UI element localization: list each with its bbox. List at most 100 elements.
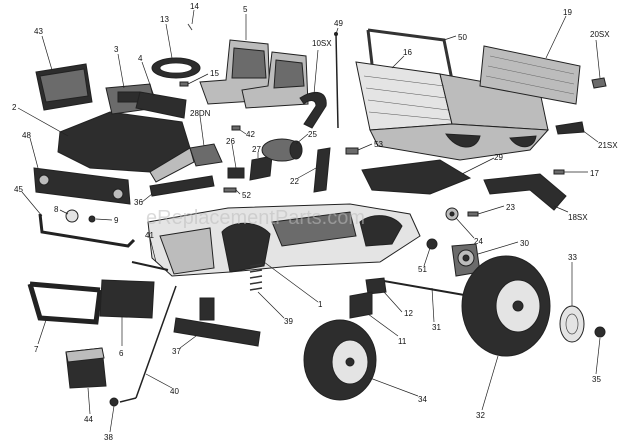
- leader-lines: [17, 9, 601, 433]
- part-31-rear-axle: [377, 279, 471, 297]
- callout-15: 15: [210, 69, 219, 78]
- callout-49: 49: [334, 19, 343, 28]
- part-38-nut: [109, 397, 119, 407]
- part-37-front-frame: [173, 297, 261, 347]
- callout-16: 16: [403, 48, 412, 57]
- watermark: eReplacementParts.com: [146, 207, 365, 229]
- part-5-seats: [199, 39, 309, 109]
- part-42-screw: [231, 125, 241, 131]
- part-41-axle-rod: [131, 261, 169, 271]
- callout-20sx: 20SX: [590, 30, 610, 39]
- callout-34: 34: [418, 395, 427, 404]
- part-22-switch: [313, 147, 331, 193]
- callout-33: 33: [568, 253, 577, 262]
- part-34-front-wheel: [303, 319, 377, 401]
- callout-43: 43: [34, 27, 43, 36]
- part-44-battery: [65, 347, 107, 389]
- callout-48: 48: [22, 131, 31, 140]
- part-20-latch: [591, 77, 607, 89]
- part-1-body: [147, 203, 421, 277]
- part-16-cargo-bed: [355, 61, 550, 161]
- part-45-front-bracket: [38, 213, 136, 248]
- callout-7: 7: [34, 345, 39, 354]
- callout-36: 36: [134, 198, 143, 207]
- callout-6: 6: [119, 349, 124, 358]
- callout-29: 29: [494, 153, 503, 162]
- part-25-motor: [261, 138, 303, 162]
- part-51-spacer: [426, 238, 438, 250]
- part-11-knob: [349, 291, 373, 319]
- callout-13: 13: [160, 15, 169, 24]
- callout-17: 17: [590, 169, 599, 178]
- part-18-fender: [483, 173, 567, 211]
- part-2-hood: [57, 111, 195, 183]
- part-4-column-housing: [135, 91, 187, 119]
- part-52-pin: [223, 187, 237, 193]
- callout-27: 27: [252, 145, 261, 154]
- part-21-bracket: [555, 121, 585, 135]
- part-48-grille: [33, 167, 131, 205]
- callout-53: 53: [374, 140, 383, 149]
- callout-44: 44: [84, 415, 93, 424]
- part-32-rear-wheel: [461, 255, 551, 357]
- callout-52: 52: [242, 191, 251, 200]
- callout-1: 1: [318, 300, 323, 309]
- callout-35: 35: [592, 375, 601, 384]
- part-39-spring: [249, 263, 263, 291]
- part-14-clip: [187, 23, 193, 31]
- part-27-shifter: [249, 155, 273, 181]
- callout-26: 26: [226, 137, 235, 146]
- callout-19: 19: [563, 8, 572, 17]
- part-8-headlight-lens: [65, 209, 79, 223]
- part-53-connector: [345, 147, 359, 155]
- callout-18sx: 18SX: [568, 213, 588, 222]
- callout-4: 4: [138, 54, 143, 63]
- part-24-bushing: [445, 207, 459, 221]
- callout-30: 30: [520, 239, 529, 248]
- callout-23: 23: [506, 203, 515, 212]
- callout-41: 41: [145, 231, 154, 240]
- part-29-floorboard: [361, 159, 472, 195]
- part-28-pedal: [189, 143, 223, 167]
- callout-12: 12: [404, 309, 413, 318]
- part-33-hubcap: [559, 305, 585, 343]
- callout-45: 45: [14, 185, 23, 194]
- callout-8: 8: [54, 205, 59, 214]
- part-12-cap: [365, 277, 387, 295]
- part-7-front-bumper: [27, 281, 103, 325]
- callout-2: 2: [12, 103, 17, 112]
- part-15-screw: [179, 81, 189, 87]
- callout-28dn: 28DN: [190, 109, 211, 118]
- part-17-screw: [553, 169, 565, 175]
- callout-39: 39: [284, 317, 293, 326]
- part-26-lever: [227, 167, 245, 179]
- callout-42: 42: [246, 130, 255, 139]
- callout-21sx: 21SX: [598, 141, 618, 150]
- callout-3: 3: [114, 45, 119, 54]
- callout-50: 50: [458, 33, 467, 42]
- callout-11: 11: [398, 337, 407, 346]
- callout-22: 22: [290, 177, 299, 186]
- part-36-crossbar: [149, 175, 215, 197]
- part-49-antenna: [334, 32, 339, 129]
- callout-32: 32: [476, 411, 485, 420]
- callout-24: 24: [474, 237, 483, 246]
- callout-40: 40: [170, 387, 179, 396]
- part-23-screw: [467, 211, 479, 217]
- part-40-tie-rod: [119, 285, 177, 403]
- part-19-tailgate: [479, 45, 581, 105]
- callout-38: 38: [104, 433, 113, 442]
- part-13-steering-wheel: [151, 57, 201, 79]
- part-9-bulb: [88, 215, 96, 223]
- callout-37: 37: [172, 347, 181, 356]
- callout-51: 51: [418, 265, 427, 274]
- callout-14: 14: [190, 2, 199, 11]
- callout-5: 5: [243, 5, 248, 14]
- callout-25: 25: [308, 130, 317, 139]
- callout-31: 31: [432, 323, 441, 332]
- part-10-roll-bar-brace: [299, 91, 327, 129]
- part-30-gearbox: [451, 243, 481, 277]
- callout-10sx: 10SX: [312, 39, 332, 48]
